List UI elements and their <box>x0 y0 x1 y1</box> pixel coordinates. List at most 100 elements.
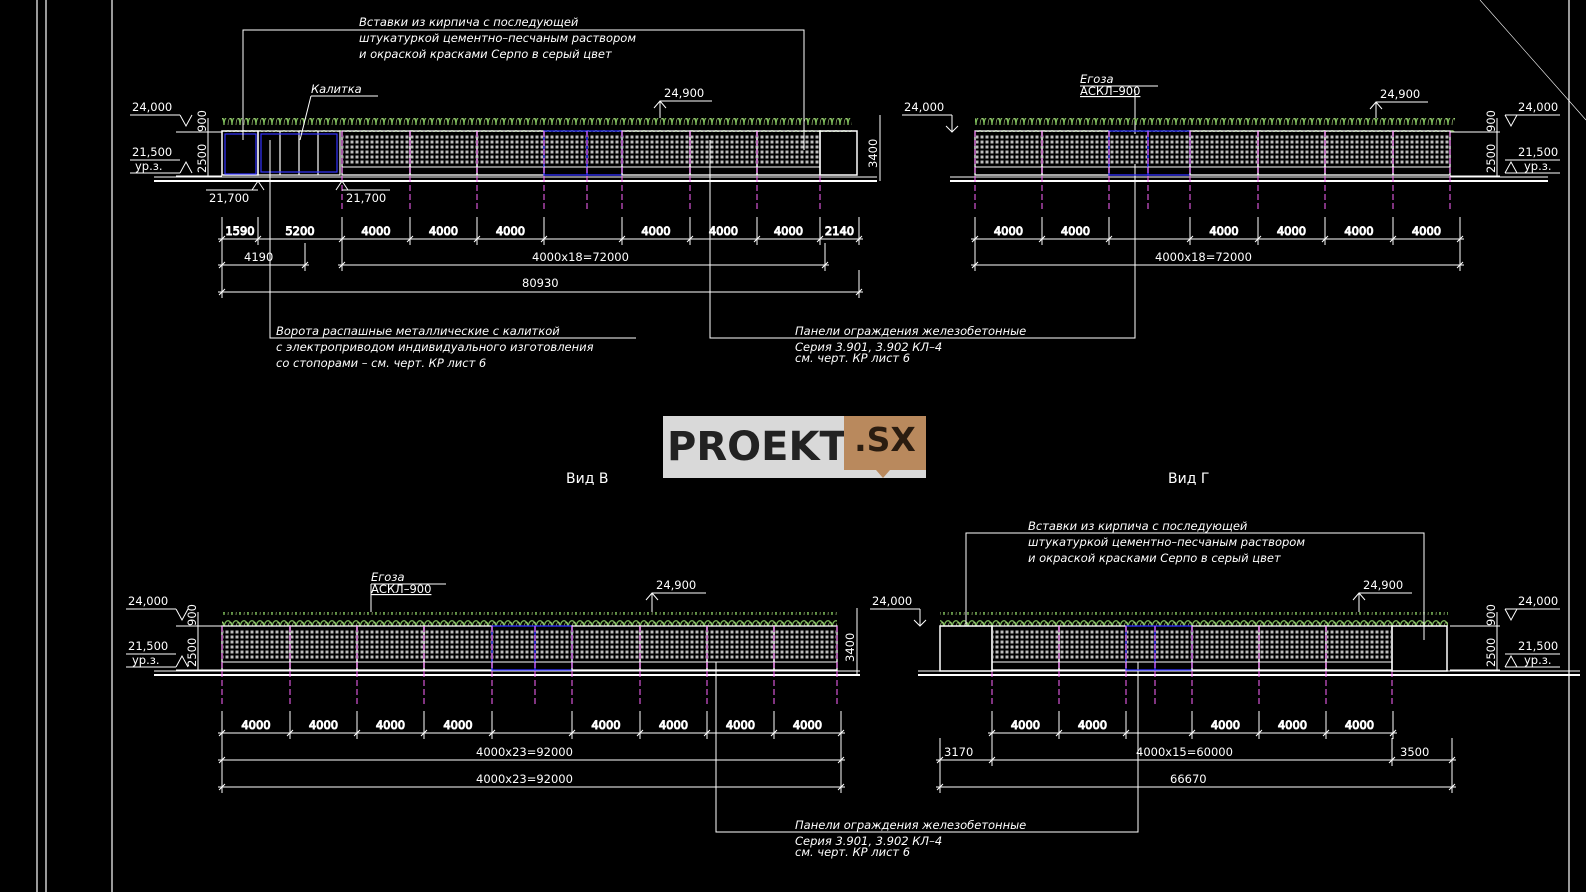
dim-label-1: 4000 <box>1061 224 1090 238</box>
fence-panel <box>775 629 836 659</box>
dim-label-0: 4000 <box>241 718 270 732</box>
dim-2500: 2500 <box>1484 144 1498 173</box>
fence-panel <box>1127 629 1154 659</box>
gate <box>257 130 341 176</box>
dim-label-b-1: 4000 <box>1278 718 1307 732</box>
dim-total: 80930 <box>522 276 559 290</box>
watermark-badge: .SX <box>844 416 926 470</box>
ground-label: ур.з. <box>1524 159 1552 173</box>
dim-series: 4000x15=60000 <box>1136 745 1233 759</box>
level-24900: 24,900 <box>656 578 696 592</box>
dim-900: 900 <box>195 110 209 132</box>
fence-panel <box>1193 629 1258 659</box>
fence-panel <box>758 134 819 164</box>
fence-panel <box>1260 629 1325 659</box>
dim-label-1: 4000 <box>1078 718 1107 732</box>
level-21700-right: 21,700 <box>346 191 386 205</box>
note-line-3: и окраской красками Серпо в серый цвет <box>1028 551 1281 565</box>
level-24900: 24,900 <box>1363 578 1403 592</box>
dim-total: 66670 <box>1170 772 1207 786</box>
dim-900: 900 <box>1484 110 1498 132</box>
dim-label-b-2: 4000 <box>1345 718 1374 732</box>
dim-label-0: 1590 <box>225 224 254 238</box>
note-line-3: и окраской красками Серпо в серый цвет <box>359 47 612 61</box>
dim-label-0: 4000 <box>994 224 1023 238</box>
level-21500-right: 21,500 <box>1518 145 1558 159</box>
dim-label-1: 4000 <box>309 718 338 732</box>
gate-note-2: с электроприводом индивидуального изгото… <box>276 340 594 354</box>
fence-panel <box>425 629 491 659</box>
fence-top-left: 24,000 21,500 ур.з. 900 2500 3400 24,900… <box>130 15 1136 370</box>
fence-panel <box>536 629 571 659</box>
dim-label-b-2: 4000 <box>774 224 803 238</box>
dim-2500: 2500 <box>185 638 199 667</box>
panel-note-1: Панели ограждения железобетонные <box>795 324 1026 338</box>
watermark-logo: PROEKT .SX <box>663 416 926 478</box>
panel-note-3: см. черт. КР лист 6 <box>795 351 910 365</box>
egoza-label: Егоза <box>371 570 405 584</box>
dim-4190: 4190 <box>244 250 273 264</box>
dim-label-b-1: 4000 <box>1277 224 1306 238</box>
note-line-1: Вставки из кирпича с последующей <box>1028 519 1248 533</box>
dim-label-b-0: 4000 <box>641 224 670 238</box>
dim-label-b-0: 4000 <box>1209 224 1238 238</box>
dim-label-b-0: 4000 <box>591 718 620 732</box>
fence-panel <box>1326 134 1392 164</box>
fence-panel <box>976 134 1041 164</box>
dim-label-b-3: 4000 <box>793 718 822 732</box>
fence-panel <box>1110 134 1147 164</box>
barbed-wire-coil <box>222 118 852 132</box>
dim-label-b-2: 4000 <box>726 718 755 732</box>
watermark-text: PROEKT <box>667 424 847 470</box>
panel-note-2: Серия 3.901, 3.902 КЛ–4 <box>795 340 942 354</box>
level-21500: 21,500 <box>132 145 172 159</box>
level-24000: 24,000 <box>132 100 172 114</box>
fence-panel <box>1060 629 1125 659</box>
fence-panel <box>1043 134 1108 164</box>
ground-label: ур.з. <box>132 653 160 667</box>
dim-total: 4000x23=92000 <box>476 772 573 786</box>
frame-lines <box>36 0 1586 892</box>
dim-label-b-2: 4000 <box>1344 224 1373 238</box>
dim-label-4: 4000 <box>496 224 525 238</box>
egoza-type: АСКЛ–900 <box>1080 84 1140 98</box>
dim-series: 4000x18=72000 <box>1155 250 1252 264</box>
panels-bottom-left <box>221 625 838 704</box>
dim-label-2: 4000 <box>361 224 390 238</box>
dim-3400: 3400 <box>866 139 880 168</box>
panels-top-left <box>341 130 821 209</box>
level-24000-left: 24,000 <box>872 594 912 608</box>
fence-panel <box>358 629 423 659</box>
fence-panel <box>291 629 356 659</box>
dim-label-0: 4000 <box>1011 718 1040 732</box>
level-21700-left: 21,700 <box>209 191 249 205</box>
panel-note-3: см. черт. КР лист 6 <box>795 845 910 859</box>
level-24900: 24,900 <box>1380 87 1420 101</box>
fence-panel <box>641 629 706 659</box>
fence-panel <box>708 629 773 659</box>
level-21500: 21,500 <box>128 639 168 653</box>
view-title-g: Вид Г <box>1168 471 1209 487</box>
fence-top-right: 24,000 Егоза АСКЛ–900 24,900 900 2500 24… <box>902 72 1560 271</box>
dim-label-b-1: 4000 <box>709 224 738 238</box>
dim-series: 4000x18=72000 <box>532 250 629 264</box>
level-24900: 24,900 <box>664 86 704 100</box>
fence-panel <box>1394 134 1449 164</box>
panels-bottom-right <box>991 625 1393 704</box>
dim-2500: 2500 <box>195 144 209 173</box>
fence-panel <box>1156 629 1191 659</box>
fence-panel <box>1149 134 1189 164</box>
fence-panel <box>1327 629 1391 659</box>
dim-label-b-1: 4000 <box>659 718 688 732</box>
fence-panel <box>545 134 586 164</box>
dim-label-1: 5200 <box>285 224 314 238</box>
fence-panel <box>1259 134 1324 164</box>
level-24000-right: 24,000 <box>1518 594 1558 608</box>
note-line-2: штукатуркой цементно–песчаным раствором <box>1028 535 1305 549</box>
level-24000-left: 24,000 <box>904 100 944 114</box>
fence-panel <box>993 629 1058 659</box>
fence-bottom-left: 24,000 21,500 ур.з. 900 2500 3400 Егоза … <box>126 570 1139 833</box>
egoza-label: Егоза <box>1080 72 1114 86</box>
